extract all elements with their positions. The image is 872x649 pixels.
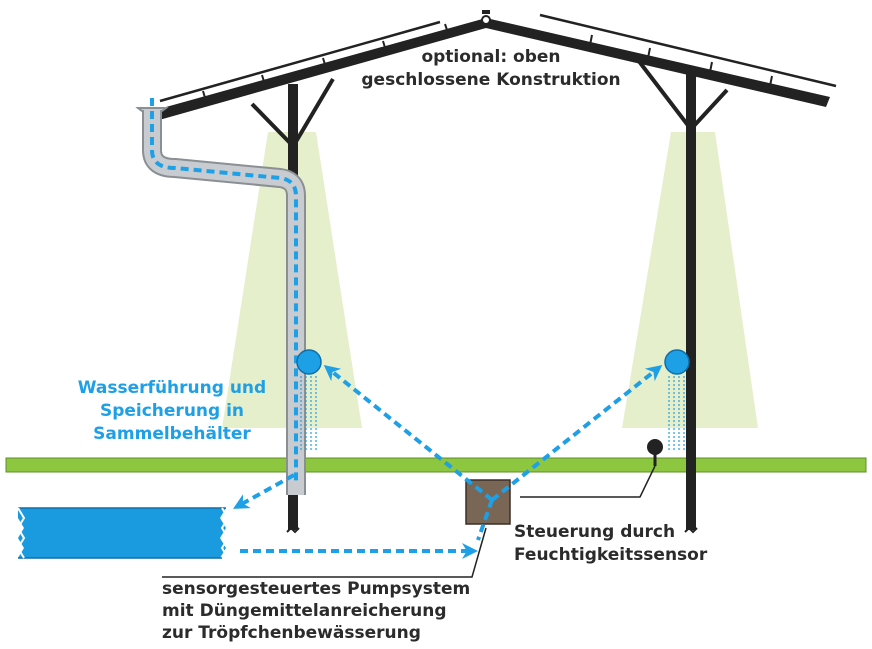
water-flow-downpipe [150,98,298,485]
moisture-sensor [647,439,663,466]
flow-arrow-to-tank [233,473,295,509]
sensor-label-line2: Feuchtigkeitssensor [514,545,708,565]
water-tank [16,507,230,559]
pump-label-line2: mit Düngemittelanreicherung [162,601,447,621]
post-right [636,58,729,534]
pump-label-line3: zur Tröpfchenbewässerung [162,623,421,643]
water-label-line1: Wasserführung und [78,378,266,398]
roof [148,10,837,122]
sensor-wire [520,465,656,498]
flow-arrow-pump-to-left [323,364,494,502]
pump-leader-line [162,527,487,578]
water-label-line2: Speicherung in [100,401,244,421]
sensor-label-line1: Steuerung durch [514,522,675,542]
ground-strip [5,457,867,473]
drip-emitter-right [664,349,690,450]
pump-label-line1: sensorgesteuertes Pumpsystem [162,579,470,599]
roof-label-line1: optional: oben [421,47,560,67]
flow-arrow-pump-down [476,499,494,541]
drip-emitter-left [296,349,322,450]
flow-arrow-pump-to-right [490,365,663,502]
water-label-line3: Sammelbehälter [93,424,251,444]
roof-label-line2: geschlossene Konstruktion [361,70,620,90]
